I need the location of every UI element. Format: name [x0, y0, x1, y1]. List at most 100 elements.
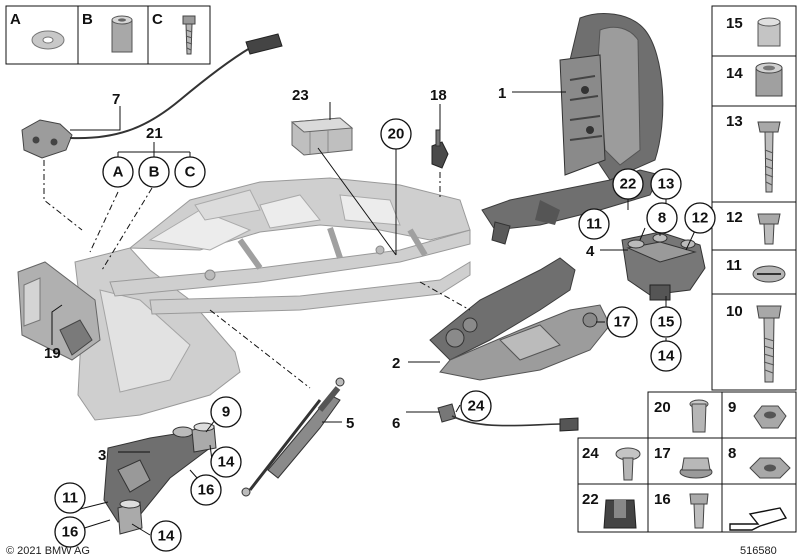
- bottom-label-22: 22: [582, 491, 599, 508]
- side-cell-12: [711, 201, 797, 251]
- part-4-bracket: [621, 231, 706, 301]
- washer-icon: [31, 30, 65, 50]
- flange-bolt-icon: [757, 213, 781, 245]
- bottom-label-20: 20: [654, 399, 671, 416]
- part-number-6: 6: [392, 415, 400, 432]
- callout-15: 15: [658, 314, 675, 331]
- lock-nut-icon: [749, 457, 791, 479]
- side-cell-13: [711, 105, 797, 203]
- part-6-sensor: [437, 403, 579, 432]
- callout-11b: 11: [62, 490, 78, 507]
- callout-11a: 11: [586, 216, 602, 233]
- bottom-legend: 20 9 24 17 8 22 16: [577, 391, 797, 533]
- callout-24: 24: [468, 398, 485, 415]
- part-19-cover: [17, 261, 101, 361]
- side-label-15: 15: [726, 15, 743, 32]
- callout-circle-a: [102, 156, 134, 188]
- side-label-11: 11: [726, 257, 742, 274]
- callout-20: 20: [388, 126, 405, 143]
- callout-circle-22: [612, 168, 644, 200]
- callout-12: 12: [692, 210, 709, 227]
- part-number-3: 3: [98, 447, 106, 464]
- callout-circle-16b: [54, 516, 86, 548]
- part-number-5: 5: [346, 415, 354, 432]
- callout-circle-11b: [54, 482, 86, 514]
- screw-icon: [182, 15, 196, 55]
- legend-label-a: A: [10, 11, 21, 28]
- callout-16b: 16: [62, 524, 79, 541]
- side-label-12: 12: [726, 209, 743, 226]
- callout-circle-24: [460, 390, 492, 422]
- bottom-label-17: 17: [654, 445, 671, 462]
- callout-14b: 14: [218, 454, 235, 471]
- hex-nut-icon: [753, 405, 787, 429]
- callout-circle-8: [646, 202, 678, 234]
- hex-bolt-long-icon: [757, 121, 781, 193]
- callout-16a: 16: [198, 482, 215, 499]
- bushing-icon: [757, 17, 781, 47]
- callout-13: 13: [658, 176, 675, 193]
- flange-nut-icon: [679, 457, 713, 479]
- collar-bolt-icon: [689, 493, 709, 529]
- part-number-18: 18: [430, 87, 447, 104]
- callout-circle-11a: [578, 208, 610, 240]
- part-number-2: 2: [392, 355, 400, 372]
- callout-circle-17: [606, 306, 638, 338]
- callout-circle-12: [684, 202, 716, 234]
- part-1-main-pillar: [481, 13, 664, 245]
- top-legend: A B C: [5, 5, 211, 65]
- part-5-gas-strut: [241, 377, 345, 497]
- rubber-buffer-icon: [603, 499, 637, 529]
- callout-9: 9: [222, 404, 230, 421]
- callout-circle-14a: [650, 340, 682, 372]
- callouts: A B C 20 22 13 11 8 12 17 15 14 24 9 14 …: [54, 118, 716, 552]
- side-label-13: 13: [726, 113, 743, 130]
- part-numbers: 7 21 23 18 1 4 2 19 5 6 3: [44, 85, 595, 464]
- callout-8: 8: [658, 210, 666, 227]
- bottom-label-8: 8: [728, 445, 736, 462]
- callout-circle-c: [174, 156, 206, 188]
- callout-circle-16a: [190, 474, 222, 506]
- callout-circle-13: [650, 168, 682, 200]
- direction-arrow-icon: [729, 507, 788, 531]
- part-number-7: 7: [112, 91, 120, 108]
- part-7-sensor: [21, 33, 283, 159]
- diagram-number: 516580: [740, 545, 777, 557]
- callout-circle-b: [138, 156, 170, 188]
- copyright: © 2021 BMW AG: [6, 545, 90, 557]
- legend-label-c: C: [152, 11, 163, 28]
- bottom-label-24: 24: [582, 445, 599, 462]
- part-2-hinge: [429, 257, 611, 381]
- callout-17: 17: [614, 314, 631, 331]
- callout-a: A: [113, 164, 124, 181]
- part-number-19: 19: [44, 345, 61, 362]
- bottom-label-9: 9: [728, 399, 736, 416]
- callout-circle-20: [380, 118, 412, 150]
- callout-circle-15: [650, 306, 682, 338]
- part-number-21: 21: [146, 125, 163, 142]
- bottom-cell-20: [647, 391, 723, 439]
- side-cell-15: [711, 5, 797, 57]
- side-legend: 15 14 13 12 11 10: [711, 5, 797, 391]
- callout-circle-9: [210, 396, 242, 428]
- callout-circle-14b: [210, 446, 242, 478]
- side-cell-10: [711, 293, 797, 391]
- bottom-label-16: 16: [654, 491, 671, 508]
- legend-label-b: B: [82, 11, 93, 28]
- part-number-23: 23: [292, 87, 309, 104]
- legend-cell-c: [147, 5, 211, 65]
- bottom-cell-16: [647, 483, 723, 533]
- callout-14a: 14: [658, 348, 675, 365]
- leader-lines: [43, 91, 701, 536]
- side-cell-14: [711, 55, 797, 107]
- clip-washer-icon: [752, 265, 786, 283]
- sleeve-icon: [111, 15, 133, 53]
- part-number-4: 4: [586, 243, 595, 260]
- callout-circle-14c: [150, 520, 182, 552]
- pan-screw-icon: [615, 447, 641, 481]
- side-label-10: 10: [726, 303, 743, 320]
- part-18-clip: [431, 129, 449, 169]
- callout-14c: 14: [158, 528, 175, 545]
- roof-frame: [74, 177, 471, 421]
